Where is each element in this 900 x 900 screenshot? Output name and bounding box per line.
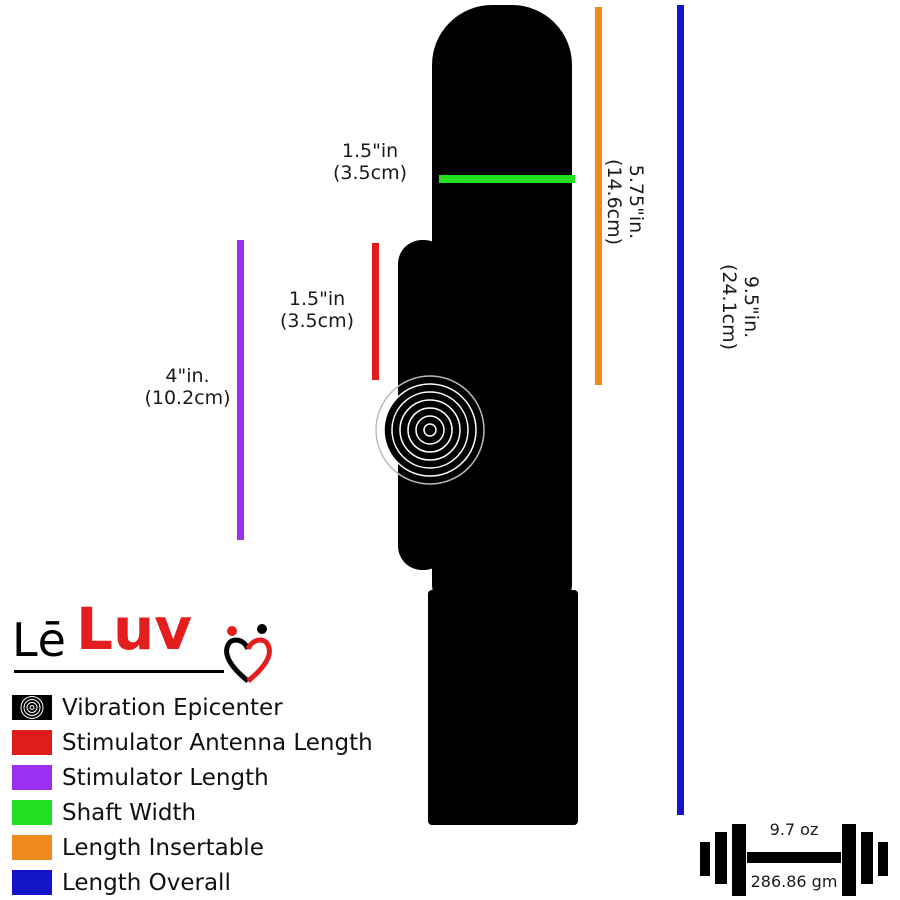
- legend-item: Stimulator Length: [12, 760, 373, 795]
- legend-item: Shaft Width: [12, 795, 373, 830]
- vibration-epicenter-icon: [375, 375, 485, 485]
- red-swatch: [12, 730, 52, 755]
- legend: Vibration Epicenter Stimulator Antenna L…: [12, 690, 373, 900]
- concentric-circles-icon: [12, 695, 52, 720]
- shaft-width-label: 1.5"in (3.5cm): [333, 140, 407, 184]
- orange-swatch: [12, 835, 52, 860]
- legend-item: Vibration Epicenter: [12, 690, 373, 725]
- logo-underline: [14, 670, 224, 673]
- antenna-length-bar: [372, 243, 379, 380]
- stimulator-length-bar: [237, 240, 244, 540]
- weight-gm: 286.86 gm: [750, 872, 838, 891]
- legend-item: Length Insertable: [12, 830, 373, 865]
- heart-icon: [224, 624, 272, 683]
- purple-swatch: [12, 765, 52, 790]
- shaft-width-bar: [439, 175, 575, 183]
- antenna-length-label: 1.5"in (3.5cm): [280, 288, 354, 332]
- weight-oz: 9.7 oz: [769, 820, 819, 839]
- weight-indicator: 9.7 oz 286.86 gm: [700, 820, 888, 896]
- length-overall-label: 9.5"in. (24.1cm): [718, 263, 762, 351]
- length-insertable-label: 5.75"in. (14.6cm): [603, 158, 647, 246]
- stimulator-length-label: 4"in. (10.2cm): [144, 365, 231, 409]
- length-insertable-bar: [595, 7, 602, 385]
- green-swatch: [12, 800, 52, 825]
- brand-logo: Lē Luv: [12, 595, 272, 690]
- legend-item: Stimulator Antenna Length: [12, 725, 373, 760]
- length-overall-bar: [677, 5, 684, 815]
- legend-item: Length Overall: [12, 865, 373, 900]
- blue-swatch: [12, 870, 52, 895]
